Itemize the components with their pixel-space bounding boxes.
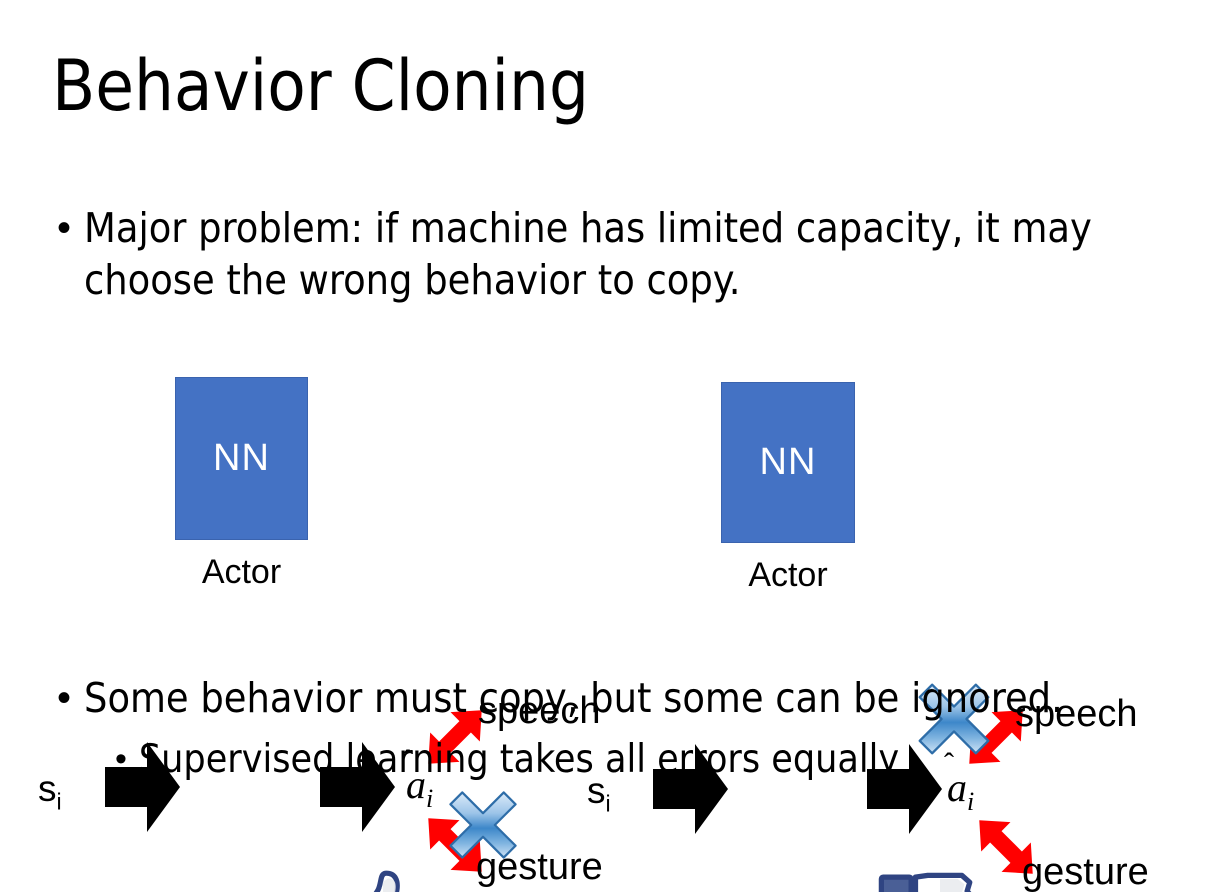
state-subscript: i: [605, 790, 611, 817]
input-arrow-icon-left: [105, 742, 180, 832]
outcome-arrow-gesture-right: [961, 802, 1051, 892]
output-arrow-icon-left: [320, 742, 395, 832]
nn-box-label: NN: [213, 437, 270, 479]
output-arrow-icon-right: [867, 744, 942, 834]
cross-out-icon-speech-right: [915, 680, 993, 758]
diagram-left-good-case: si NN Actor ̂ a i: [10, 340, 610, 892]
cross-out-icon-gesture-left: [446, 788, 520, 862]
action-label-right: ̂ a i: [947, 765, 974, 815]
actor-caption-right: Actor: [748, 556, 828, 594]
state-label-left: si: [38, 768, 62, 813]
outcome-label-gesture-right: gesture: [1022, 851, 1149, 892]
bullet-text: Major problem: if machine has limited ca…: [84, 204, 1092, 304]
input-arrow-icon-right: [653, 744, 728, 834]
bullet-item-some-behavior: • Some behavior must copy, but some can …: [57, 672, 1187, 724]
outcome-label-speech-left: speech: [478, 690, 601, 732]
state-label-right: si: [587, 770, 611, 815]
bullet-item-supervised-learning: • Supervised learning takes all errors e…: [115, 735, 1195, 785]
bullet-marker-icon: •: [115, 740, 127, 778]
action-subscript: i: [967, 787, 975, 816]
thumbs-down-icon: [877, 864, 982, 892]
outcome-label-speech-right: speech: [1015, 693, 1138, 735]
thumbs-up-icon: [320, 868, 425, 892]
bullet-marker-icon: •: [57, 206, 72, 250]
bullet-item-major-problem: • Major problem: if machine has limited …: [57, 202, 1167, 306]
nn-box-label: NN: [759, 441, 817, 483]
outcome-arrow-speech-right: [951, 692, 1041, 782]
state-symbol: s: [587, 770, 606, 811]
bullet-text: Supervised learning takes all errors equ…: [138, 737, 900, 782]
page-title: Behavior Cloning: [52, 45, 589, 127]
bullet-text: Some behavior must copy, but some can be…: [84, 674, 1063, 722]
nn-box-left: NN: [175, 377, 308, 540]
action-label-left: ̂ a i: [406, 762, 433, 812]
state-symbol: s: [38, 768, 57, 809]
nn-box-right: NN: [721, 382, 855, 543]
outcome-arrow-speech-left: [410, 692, 500, 782]
diagram-right-bad-case: si NN Actor ̂ a i: [555, 340, 1155, 892]
action-subscript: i: [426, 784, 434, 813]
action-symbol: a: [406, 762, 426, 807]
actor-caption-left: Actor: [201, 553, 282, 591]
action-symbol: a: [947, 765, 967, 810]
outcome-label-gesture-left: gesture: [476, 846, 603, 888]
state-subscript: i: [56, 788, 62, 815]
bullet-marker-icon: •: [57, 676, 72, 720]
